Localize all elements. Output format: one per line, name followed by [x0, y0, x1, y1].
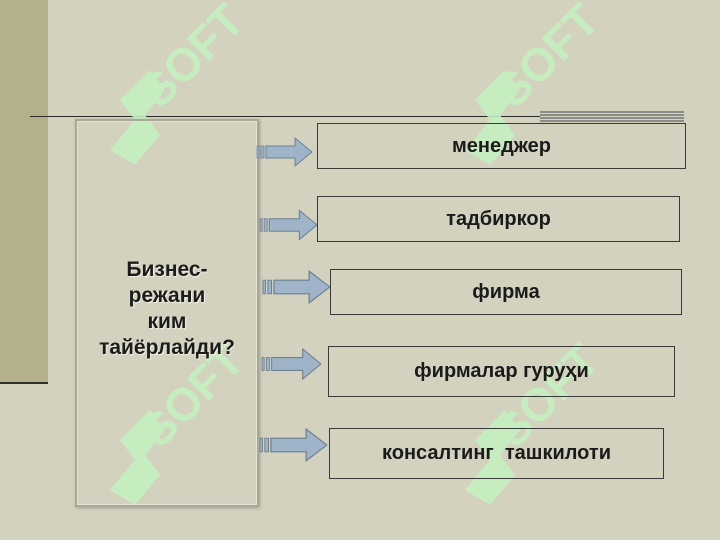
answer-label: фирма [472, 280, 540, 303]
answer-box-manager: менеджер [317, 123, 686, 169]
arrow-icon [259, 208, 318, 242]
answer-label: менеджер [451, 134, 552, 157]
arrow-icon [262, 269, 331, 305]
question-text: Бизнес- режани ким тайёрлайди? [99, 258, 235, 359]
answer-label: тадбиркор [446, 207, 551, 230]
left-accent-strip [0, 0, 48, 383]
top-divider [30, 116, 684, 117]
top-divider-accent [540, 111, 684, 123]
arrow-icon [256, 136, 313, 168]
svg-text:SOFT: SOFT [130, 0, 254, 117]
answer-box-firm-group: фирмалар гуруҳи [328, 346, 675, 397]
answer-label: консалтинг ташкилоти [382, 442, 611, 464]
answer-box-entrepreneur: тадбиркор [317, 196, 680, 242]
answer-box-firm: фирма [330, 269, 682, 315]
left-strip-underline [0, 382, 48, 384]
answer-label: фирмалар гуруҳи [414, 360, 589, 382]
arrow-icon [261, 347, 322, 381]
question-box: Бизнес- режани ким тайёрлайди? [75, 119, 259, 507]
svg-text:SOFT: SOFT [485, 0, 609, 117]
arrow-icon [259, 427, 328, 463]
answer-box-consulting: консалтинг ташкилоти [329, 428, 664, 479]
